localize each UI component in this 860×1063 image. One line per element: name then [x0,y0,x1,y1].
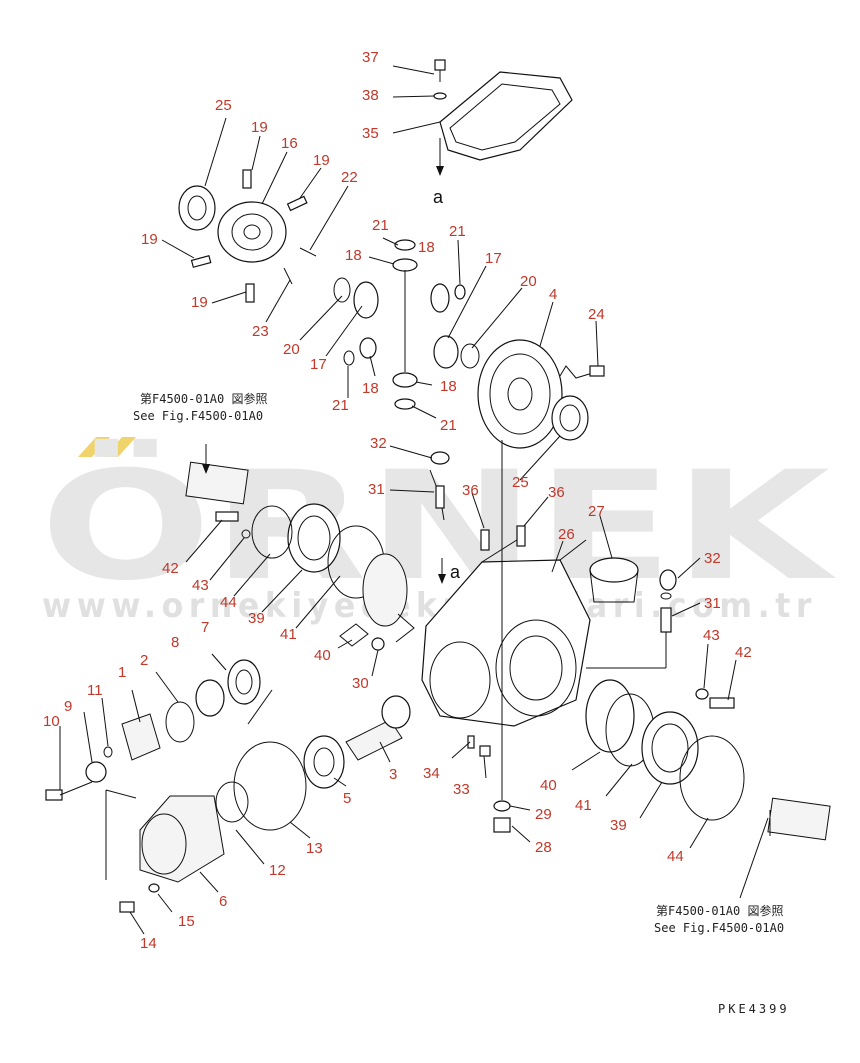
watermark-accent-left [78,437,110,457]
view-mark-top: a [433,187,444,207]
watermark-accent-right [104,437,136,457]
ref-note-jp: 第F4500-01A0 図参照 [140,391,267,406]
callout-label: 21 [332,397,349,414]
callout-label: 33 [453,781,470,798]
callout-label: 41 [575,797,592,814]
view-mark-housing: a [450,562,461,582]
pinion [303,695,411,789]
callout-label: 43 [703,627,720,644]
callout-label: 18 [345,247,362,264]
callout-label: 11 [87,682,103,699]
callout-label: 19 [251,119,268,136]
callout-label: 25 [215,97,232,114]
callout-label: 32 [370,435,387,452]
callout-label: 44 [220,594,237,611]
callout-label: 42 [162,560,179,577]
ref-note-en: See Fig.F4500-01A0 [654,921,784,935]
watermark-brand: ÖRNEK [40,438,836,614]
left-yoke [185,444,415,647]
callout-label: 35 [362,125,379,142]
callout-label: 13 [306,840,323,857]
callout-label: 18 [440,378,457,395]
callout-label: 19 [313,152,330,169]
callout-label: 6 [219,893,227,910]
callout-label: 5 [343,790,351,807]
callout-label: 24 [588,306,605,323]
callout-label: 27 [588,503,605,520]
callout-label: 4 [549,286,557,303]
callouts: 37 38 35 25 19 16 19 22 19 19 23 21 18 1… [43,49,752,952]
callout-label: 20 [520,273,537,290]
callout-label: 2 [140,652,148,669]
callout-label: 39 [248,610,265,627]
callout-label: 14 [140,935,157,952]
callout-label: 36 [462,482,479,499]
callout-label: 42 [735,644,752,661]
callout-label: 26 [558,526,575,543]
watermark: ÖRNEK www.ornekiyedekparcalari.com.tr [40,437,836,626]
callout-label: 10 [43,713,60,730]
callout-label: 39 [610,817,627,834]
callout-label: 18 [418,239,435,256]
callout-label: 17 [485,250,502,267]
callout-label: 20 [283,341,300,358]
callout-label: 21 [449,223,466,240]
callout-label: 40 [540,777,557,794]
watermark-url: www.ornekiyedekparcalari.com.tr [42,586,817,626]
cover-plate [433,59,573,176]
callout-label: 25 [512,474,529,491]
drawing-code: PKE4399 [718,1002,790,1016]
leader-lines [59,65,769,935]
callout-label: 32 [704,550,721,567]
callout-label: 17 [310,356,327,373]
right-side-parts [585,557,831,841]
callout-label: 1 [118,664,126,681]
callout-label: 21 [440,417,457,434]
callout-label: 21 [372,217,389,234]
callout-label: 19 [141,231,158,248]
callout-label: 15 [178,913,195,930]
differential-assembly [178,169,480,410]
callout-label: 41 [280,626,297,643]
callout-label: 37 [362,49,379,66]
reference-note-top: 第F4500-01A0 図参照 See Fig.F4500-01A0 [133,391,267,423]
callout-label: 19 [191,294,208,311]
callout-label: 7 [201,619,209,636]
ring-gear [477,339,605,449]
callout-label: 40 [314,647,331,664]
callout-label: 43 [192,577,209,594]
callout-label: 31 [704,595,721,612]
callout-label: 34 [423,765,440,782]
callout-label: 23 [252,323,269,340]
reference-note-bottom: 第F4500-01A0 図参照 See Fig.F4500-01A0 [654,903,784,935]
callout-label: 18 [362,380,379,397]
callout-label: 9 [64,698,72,715]
ref-note-jp: 第F4500-01A0 図参照 [656,903,783,918]
callout-label: 30 [352,675,369,692]
callout-label: 29 [535,806,552,823]
callout-label: 28 [535,839,552,856]
output-assembly-left [45,659,307,913]
callout-label: 16 [281,135,298,152]
callout-label: 8 [171,634,179,651]
callout-label: 38 [362,87,379,104]
callout-label: 22 [341,169,358,186]
ref-note-en: See Fig.F4500-01A0 [133,409,263,423]
callout-label: 12 [269,862,286,879]
main-housing [371,440,591,833]
callout-label: 44 [667,848,684,865]
callout-label: 3 [389,766,397,783]
callout-label: 31 [368,481,385,498]
callout-label: 36 [548,484,565,501]
